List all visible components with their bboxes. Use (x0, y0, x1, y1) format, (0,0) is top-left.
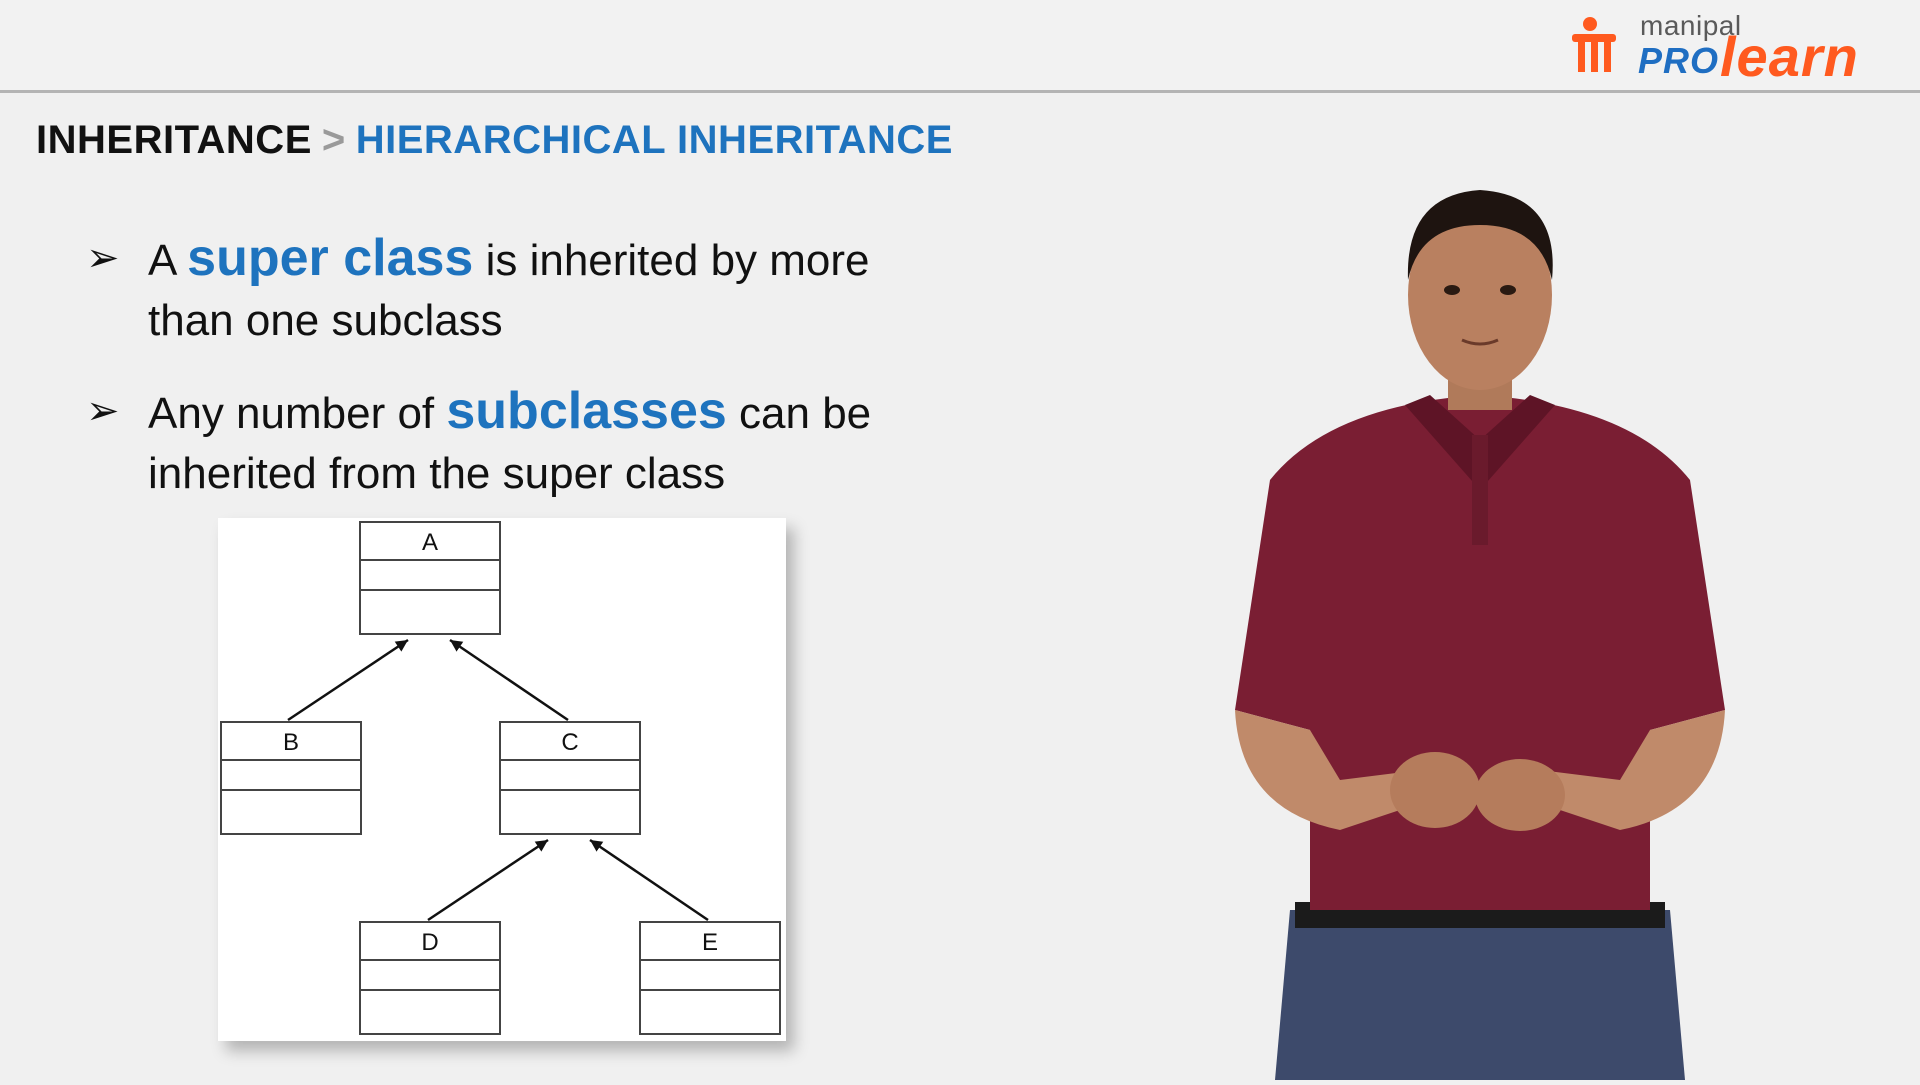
header-divider (0, 90, 1920, 93)
class-box-d: D (359, 921, 501, 1035)
bullet-highlight: super class (187, 229, 474, 287)
inheritance-arrow-e-c (589, 838, 709, 922)
class-label-a: A (422, 529, 438, 556)
logo-pro-text: PRO (1638, 40, 1720, 81)
breadcrumb-current: HIERARCHICAL INHERITANCE (355, 118, 953, 162)
bullet-item: ➢ A super class is inherited by more tha… (86, 228, 886, 351)
class-box-e: E (639, 921, 781, 1035)
inheritance-arrow-c-a (449, 638, 569, 722)
bullet-highlight: subclasses (446, 382, 727, 440)
bullet-text-after: can be inherited from the super class (148, 389, 872, 498)
top-bar: manipal PRO learn (0, 0, 1920, 90)
presenter-illustration (1235, 190, 1725, 1080)
bullet-list: ➢ A super class is inherited by more tha… (86, 228, 886, 534)
arrow-bullet-icon: ➢ (86, 236, 120, 280)
class-box-c: C (499, 721, 641, 835)
manipal-prolearn-logo: manipal PRO learn (1570, 10, 1910, 88)
bullet-text-before: A (148, 236, 188, 285)
class-box-a: A (359, 521, 501, 635)
class-label-d: D (421, 929, 438, 956)
bullet-item: ➢ Any number of subclasses can be inheri… (86, 381, 886, 504)
bullet-text-after: is inherited by more than one subclass (148, 236, 870, 345)
class-label-c: C (561, 729, 578, 756)
class-hierarchy-diagram: A B C D E (218, 518, 786, 1041)
breadcrumb-separator: > (321, 118, 346, 162)
diagram-canvas: A B C D E (220, 521, 781, 1035)
inheritance-arrow-d-c (427, 838, 549, 922)
breadcrumb: INHERITANCE>HIERARCHICAL INHERITANCE (36, 118, 953, 163)
logo-manipal-text: manipal (1640, 10, 1742, 41)
class-box-b: B (220, 721, 362, 835)
inheritance-arrow-b-a (287, 638, 409, 722)
logo-mark-icon (1572, 17, 1616, 72)
arrow-bullet-icon: ➢ (86, 389, 120, 433)
class-label-e: E (702, 929, 718, 956)
class-label-b: B (283, 729, 299, 756)
breadcrumb-root: INHERITANCE (36, 118, 312, 162)
logo-learn-text: learn (1720, 25, 1859, 88)
presenter-figure (1180, 190, 1780, 1080)
bullet-text-before: Any number of (148, 389, 447, 438)
